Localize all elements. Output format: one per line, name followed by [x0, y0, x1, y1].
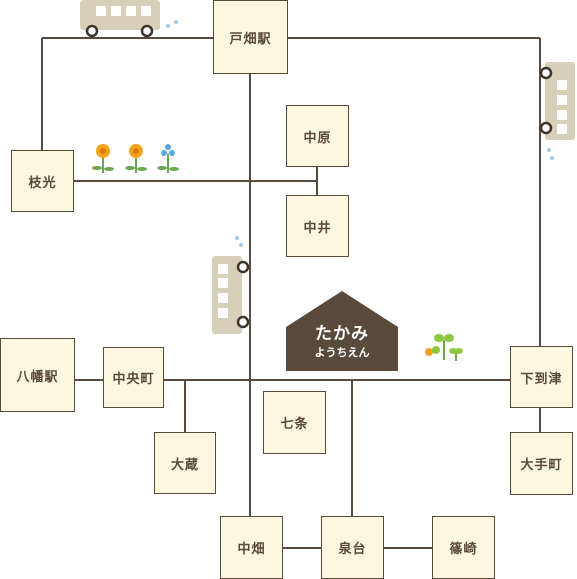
bus-icon — [539, 62, 575, 160]
stop-nakahara: 中原 — [286, 105, 349, 167]
kindergarten-marker: たかみ ようちえん — [286, 291, 398, 371]
stop-tobata-station: 戸畑駅 — [213, 0, 288, 74]
stop-izumidai: 泉台 — [321, 516, 384, 579]
stop-nakai: 中井 — [286, 195, 349, 257]
stop-yahata-station: 八幡駅 — [0, 338, 75, 412]
stop-shichijo: 七条 — [263, 391, 326, 454]
sprout-icon — [425, 334, 463, 361]
bus-icon — [80, 0, 178, 38]
stop-shinozaki: 篠崎 — [432, 516, 495, 579]
flowers-icon — [92, 144, 179, 173]
house-icon — [286, 291, 398, 371]
kindergarten-subtitle: ようちえん — [314, 346, 370, 359]
bus-icon — [212, 236, 250, 334]
stop-nakabata: 中畑 — [220, 516, 283, 579]
stop-shimo-itozu: 下到津 — [510, 346, 573, 408]
stop-ote-machi: 大手町 — [510, 432, 573, 495]
kindergarten-name: たかみ — [315, 324, 369, 344]
stop-okura: 大蔵 — [154, 432, 216, 494]
stop-edamitsu: 枝光 — [11, 150, 74, 212]
stop-chuo-machi: 中央町 — [103, 347, 164, 408]
